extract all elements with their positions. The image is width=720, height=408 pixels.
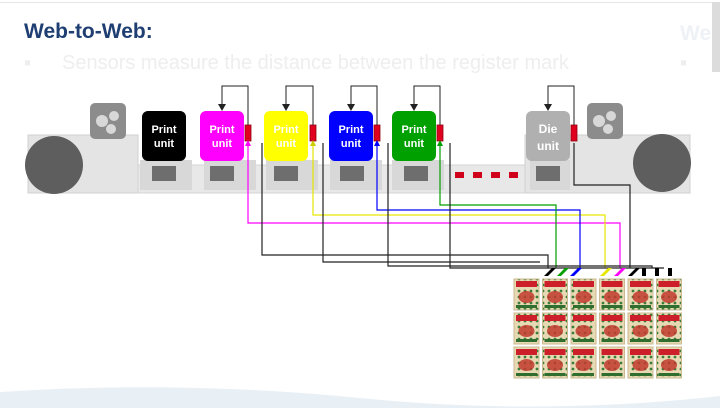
arrowheads bbox=[218, 104, 552, 111]
bullet-marker: ▪ bbox=[24, 52, 32, 74]
printed-label bbox=[570, 312, 597, 345]
unit-label-bottom: unit bbox=[154, 138, 174, 150]
unit-box bbox=[264, 111, 308, 161]
printed-label bbox=[627, 312, 654, 345]
unit-box bbox=[526, 111, 570, 161]
continuation-dots bbox=[455, 172, 518, 178]
printed-label bbox=[599, 278, 625, 311]
faded-title: We bbox=[680, 22, 712, 45]
printed-label bbox=[627, 346, 654, 379]
unit-box bbox=[200, 111, 244, 161]
printed-label bbox=[570, 346, 597, 379]
printed-label bbox=[542, 346, 568, 379]
unit-label-top: Print bbox=[209, 124, 234, 136]
faded-bullet-marker: ▪ bbox=[680, 52, 688, 74]
sensor bbox=[244, 124, 252, 142]
printed-label bbox=[656, 278, 682, 311]
printed-label bbox=[542, 312, 568, 345]
sensor bbox=[373, 124, 381, 142]
signal-arrowheads bbox=[245, 140, 443, 146]
printed-label bbox=[599, 312, 625, 345]
unit-box bbox=[392, 111, 436, 161]
terminal-markers bbox=[544, 268, 672, 276]
unit-print-magenta: Print unit bbox=[200, 111, 244, 161]
printed-label bbox=[570, 278, 597, 311]
printed-label bbox=[656, 312, 682, 345]
unit-label-bottom: unit bbox=[404, 138, 424, 150]
unit-bases bbox=[140, 160, 570, 190]
bullet-text: Sensors measure the distance between the… bbox=[62, 52, 569, 74]
sensor bbox=[570, 124, 578, 142]
unit-die: Die unit bbox=[526, 111, 570, 161]
unit-print-blue: Print unit bbox=[329, 111, 373, 161]
next-slide-edge bbox=[712, 2, 720, 72]
feedback-arrows bbox=[221, 85, 575, 125]
printed-label bbox=[656, 346, 682, 379]
unit-box bbox=[142, 111, 186, 161]
printed-label bbox=[513, 346, 540, 379]
unit-label-top: Print bbox=[273, 124, 298, 136]
unit-label-top: Die bbox=[539, 122, 558, 136]
printed-label bbox=[542, 278, 568, 311]
rewind-roller bbox=[633, 134, 691, 192]
printed-label bbox=[627, 278, 654, 311]
unit-print-yellow: Print unit bbox=[264, 111, 308, 161]
printed-label bbox=[599, 346, 625, 379]
sensor bbox=[436, 124, 444, 142]
unit-label-bottom: unit bbox=[537, 139, 559, 153]
unit-label-top: Print bbox=[151, 124, 176, 136]
unit-label-top: Print bbox=[338, 124, 363, 136]
slide-title: Web-to-Web: bbox=[24, 20, 153, 43]
faded-bullet: ▪ Sensors measure the distance between th… bbox=[24, 52, 569, 75]
unit-print-green: Print unit bbox=[392, 111, 436, 161]
slide-top-border bbox=[0, 2, 712, 3]
signal-lines bbox=[247, 143, 664, 269]
background-wave bbox=[0, 387, 720, 408]
printed-labels bbox=[513, 278, 682, 379]
unit-label-bottom: unit bbox=[276, 138, 296, 150]
unit-label-top: Print bbox=[401, 124, 426, 136]
unwind-roller bbox=[25, 136, 83, 194]
sensor bbox=[309, 124, 317, 142]
unit-box bbox=[329, 111, 373, 161]
printed-label bbox=[513, 278, 540, 311]
unit-print-black: Print unit bbox=[142, 111, 186, 161]
printed-label bbox=[513, 312, 540, 345]
unit-label-bottom: unit bbox=[212, 138, 232, 150]
unit-label-bottom: unit bbox=[341, 138, 361, 150]
